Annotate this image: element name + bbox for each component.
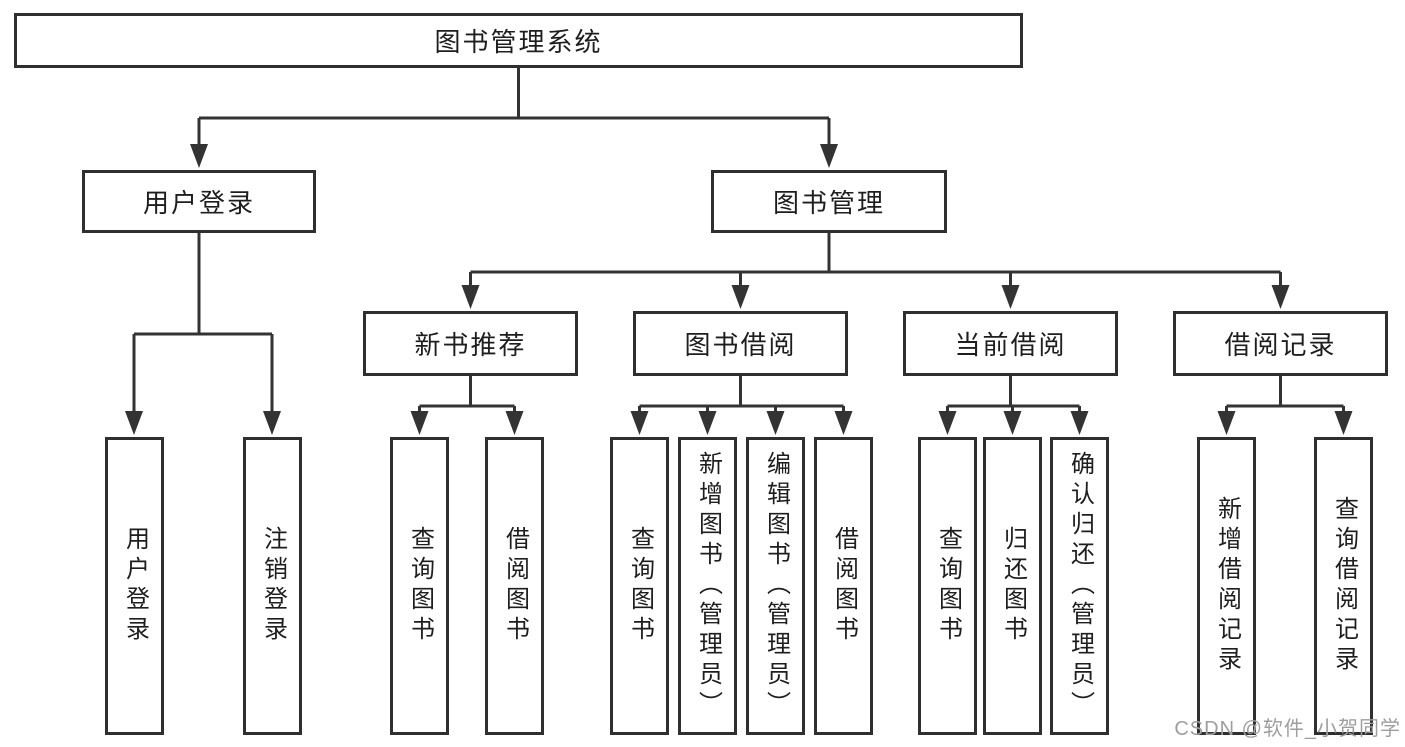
leaf-logout: 注销登录 (243, 437, 302, 735)
leaf-query-books-recommend-label: 查询图书 (406, 526, 434, 646)
connector-book-mgmt-to-level3 (461, 233, 1290, 309)
connector-current-borrowing-to-leaves (938, 376, 1089, 435)
leaf-query-books-current: 查询图书 (918, 437, 977, 735)
node-borrowing-records: 借阅记录 (1173, 311, 1388, 376)
node-book-borrowing-label: 图书借阅 (684, 330, 797, 360)
node-user-login-label: 用户登录 (142, 188, 255, 218)
leaf-borrow-books-recommend: 借阅图书 (485, 437, 544, 735)
leaf-query-borrow-record: 查询借阅记录 (1314, 437, 1373, 735)
leaf-confirm-return-admin: 确认归还（管理员） (1050, 437, 1109, 735)
leaf-query-books-current-label: 查询图书 (934, 526, 962, 646)
leaf-add-book-admin-label: 新增图书（管理员） (694, 451, 722, 721)
leaf-user-login-label: 用户登录 (121, 526, 149, 646)
leaf-edit-book-admin: 编辑图书（管理员） (746, 437, 805, 735)
node-new-book-recommend: 新书推荐 (363, 311, 578, 376)
node-book-management: 图书管理 (711, 170, 947, 233)
leaf-return-books: 归还图书 (983, 437, 1042, 735)
leaf-borrow-books-borrowing-label: 借阅图书 (830, 526, 858, 646)
node-library-management-system-label: 图书管理系统 (434, 27, 603, 57)
node-current-borrowing: 当前借阅 (903, 311, 1118, 376)
csdn-watermark: CSDN @软件_小贺同学 (1174, 718, 1401, 740)
connector-book-borrowing-to-leaves (630, 376, 853, 435)
leaf-confirm-return-admin-label: 确认归还（管理员） (1066, 451, 1094, 721)
leaf-query-books-recommend: 查询图书 (390, 437, 449, 735)
leaf-add-borrow-record-label: 新增借阅记录 (1213, 496, 1241, 676)
leaf-query-books-borrowing: 查询图书 (610, 437, 669, 735)
node-library-management-system: 图书管理系统 (14, 13, 1023, 68)
leaf-borrow-books-borrowing: 借阅图书 (814, 437, 873, 735)
leaf-query-books-borrowing-label: 查询图书 (626, 526, 654, 646)
node-new-book-recommend-label: 新书推荐 (414, 330, 527, 360)
leaf-add-borrow-record: 新增借阅记录 (1197, 437, 1256, 735)
leaf-query-borrow-record-label: 查询借阅记录 (1330, 496, 1358, 676)
leaf-user-login: 用户登录 (105, 437, 164, 735)
leaf-add-book-admin: 新增图书（管理员） (678, 437, 737, 735)
connector-user-login-to-leaves (125, 233, 281, 435)
connector-borrowing-records-to-leaves (1217, 376, 1353, 435)
node-book-borrowing: 图书借阅 (633, 311, 848, 376)
node-borrowing-records-label: 借阅记录 (1224, 330, 1337, 360)
leaf-borrow-books-recommend-label: 借阅图书 (501, 526, 529, 646)
connector-new-book-recommend-to-leaves (410, 376, 524, 435)
leaf-return-books-label: 归还图书 (999, 526, 1027, 646)
node-user-login: 用户登录 (82, 170, 316, 233)
node-book-management-label: 图书管理 (772, 188, 885, 218)
connector-root-to-level2 (190, 68, 838, 168)
leaf-logout-label: 注销登录 (259, 526, 287, 646)
node-current-borrowing-label: 当前借阅 (954, 330, 1067, 360)
leaf-edit-book-admin-label: 编辑图书（管理员） (762, 451, 790, 721)
